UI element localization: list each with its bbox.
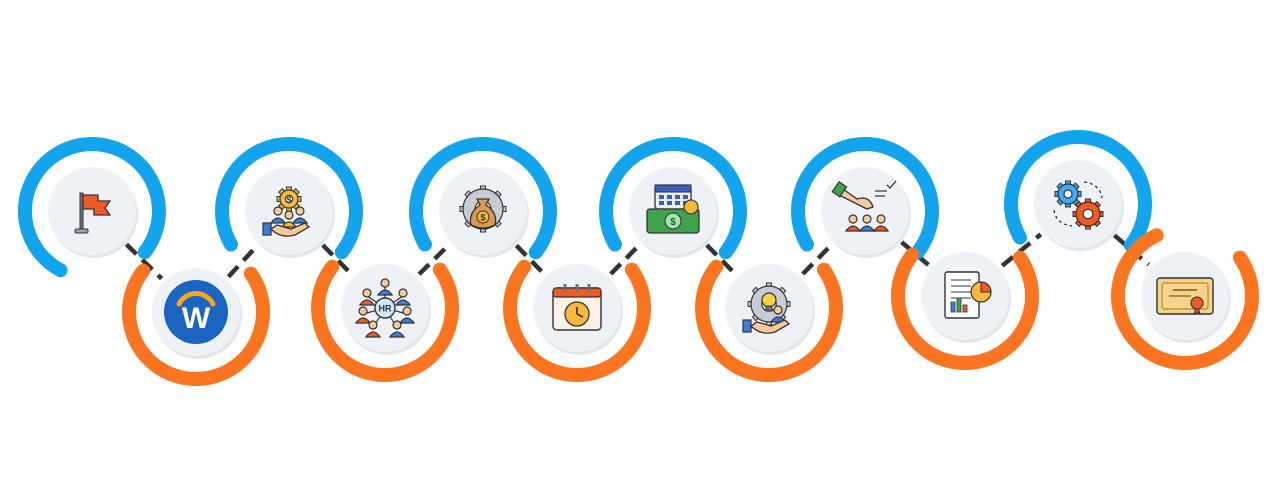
gears-process-icon [1053,180,1104,230]
bottom-ring-arc-4 [311,259,460,383]
connector-8-9 [801,243,833,276]
ring-layer [17,129,1260,387]
top-ring-arc-5 [409,136,557,260]
node-disc [48,167,136,255]
svg-text:$: $ [480,213,485,223]
bottom-ring-arc-10 [891,247,1040,371]
connector-1-2 [124,242,164,281]
top-ring-arc-7 [599,136,747,260]
svg-text:$: $ [670,217,676,228]
connector-4-5 [417,243,451,276]
connector-9-10 [900,240,930,267]
hr-network-icon: HR [354,278,416,338]
step-node-6 [533,264,623,355]
bottom-ring-arc-8 [695,259,844,383]
report-chart-icon [944,271,992,319]
connector-2-3 [226,244,259,279]
step-node-10 [921,252,1011,343]
step-node-9 [821,167,911,258]
connector-7-8 [705,243,737,276]
top-ring-arc-3 [215,136,363,260]
calendar-cash-icon: $ [646,184,700,234]
flag-icon [74,192,112,234]
connector-layer [124,232,1151,281]
money-bag-gear-icon: $ [459,185,507,233]
step-node-3: $ [245,167,335,258]
connector-6-7 [609,243,641,276]
step-node-1 [48,167,138,258]
step-node-7: $ [629,167,719,258]
connector-3-4 [321,243,353,276]
node-layer: W $ HR $ $ [48,160,1231,359]
node-disc [821,167,909,255]
connector-5-6 [514,243,546,276]
step-node-4: HR [341,264,431,355]
connector-10-11 [1000,232,1043,268]
workday-logo-icon: W [164,280,228,344]
svg-text:$: $ [286,195,291,205]
top-ring-arc-11 [1004,129,1152,253]
bottom-ring-arc-6 [503,259,652,383]
hr-badge-text: HR [379,304,392,314]
step-node-12 [1141,252,1231,343]
step-node-5: $ [439,167,529,258]
calendar-clock-icon [552,284,602,331]
gear-money-people-hand-icon: $ [262,186,311,237]
hand-picking-person-icon [831,180,897,232]
workday-logo-letter: W [182,302,211,335]
idea-gear-hand-icon [742,282,791,334]
bottom-ring-arc-12 [1111,228,1260,371]
bottom-ring-arc-2 [122,263,271,387]
step-node-2: W [152,268,242,359]
top-ring-arc-1 [17,137,166,278]
certificate-icon [1156,277,1214,316]
step-node-11 [1034,160,1124,251]
top-ring-arc-9 [791,136,939,260]
step-node-8 [725,264,815,355]
